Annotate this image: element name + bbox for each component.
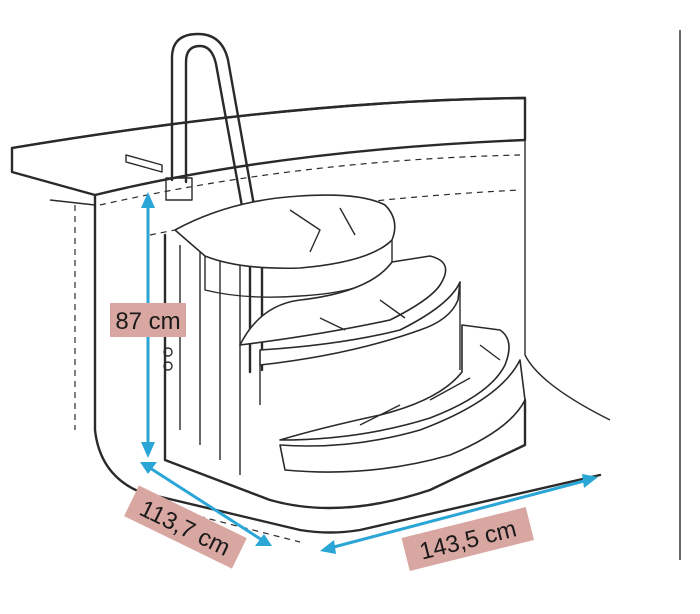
width-arrow [320,474,598,554]
step-unit [163,194,527,510]
svg-text:87 cm: 87 cm [115,308,180,335]
depth-label: 113,7 cm [124,485,247,569]
handrail [125,32,264,374]
depth-arrow [140,462,272,546]
height-label: 87 cm [110,303,186,337]
